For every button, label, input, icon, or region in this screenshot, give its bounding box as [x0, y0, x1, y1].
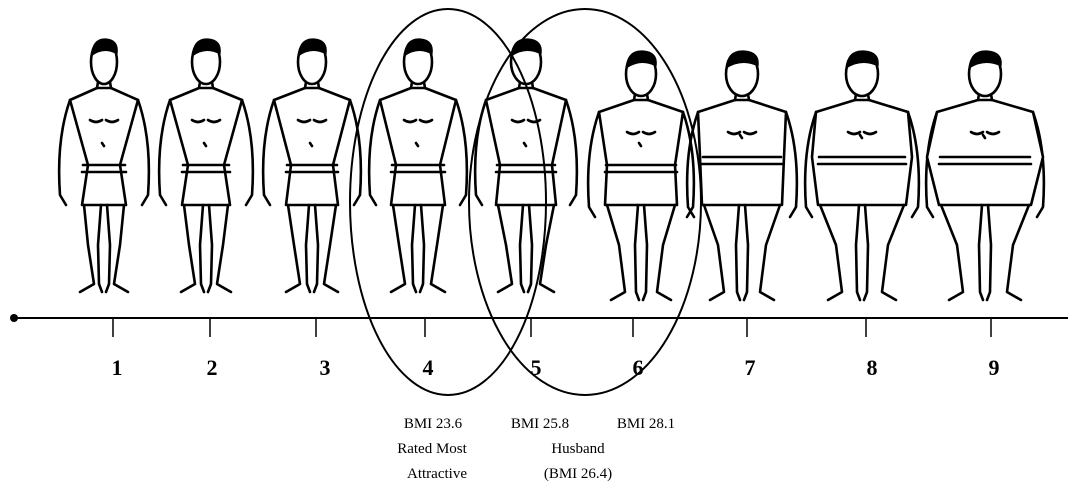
- legs: [704, 205, 780, 300]
- scale-axis-left-dot: [10, 314, 18, 322]
- figure-number-2: 2: [207, 355, 218, 380]
- torso: [812, 100, 912, 205]
- body-figure-3: [263, 39, 361, 292]
- body-figure-8: [805, 51, 919, 300]
- husband-label: Husband: [551, 441, 605, 457]
- rated-most-attractive-line2: Attractive: [407, 466, 467, 482]
- figure-number-4: 4: [423, 355, 434, 380]
- legs: [391, 205, 445, 292]
- legs: [286, 205, 338, 292]
- figure-number-8: 8: [867, 355, 878, 380]
- bmi-label-figure-5: BMI 25.8: [511, 416, 569, 432]
- figure-number-3: 3: [320, 355, 331, 380]
- torso: [927, 100, 1043, 205]
- body-figure-1: [59, 39, 149, 292]
- body-figure-9: [926, 51, 1044, 300]
- bmi-label-figure-6: BMI 28.1: [617, 416, 675, 432]
- bmi-label-figure-4: BMI 23.6: [404, 416, 463, 432]
- body-figure-2: [159, 39, 253, 292]
- legs: [80, 205, 128, 292]
- legs: [181, 205, 231, 292]
- rated-most-attractive-line1: Rated Most: [397, 441, 467, 457]
- husband-bmi-label: (BMI 26.4): [544, 466, 612, 482]
- legs: [941, 205, 1029, 300]
- body-figure-7: [687, 51, 797, 300]
- body-figure-4: [369, 39, 467, 292]
- figure-number-1: 1: [112, 355, 123, 380]
- torso: [599, 100, 683, 205]
- figure-number-9: 9: [989, 355, 1000, 380]
- body-figure-5: [475, 39, 577, 292]
- torso: [698, 100, 786, 205]
- legs: [607, 205, 675, 300]
- figure-number-7: 7: [745, 355, 756, 380]
- legs: [820, 205, 904, 300]
